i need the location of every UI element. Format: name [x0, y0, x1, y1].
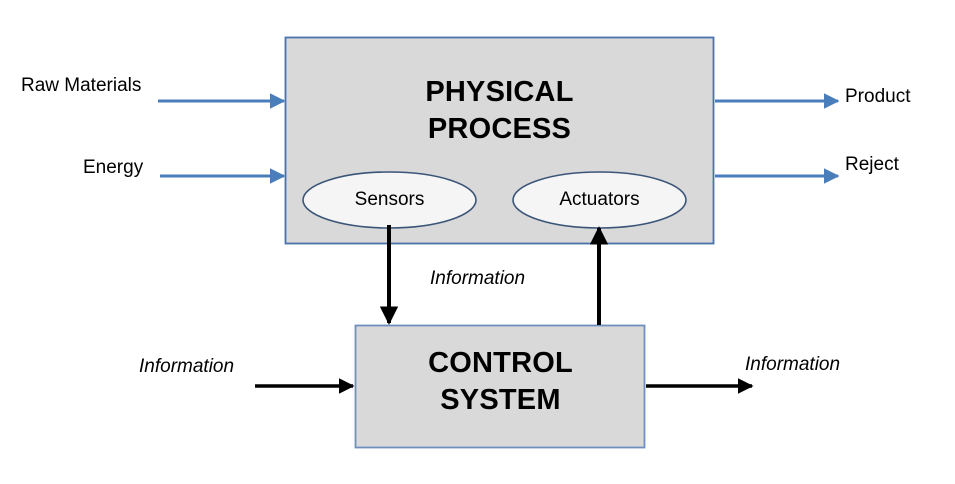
- control-system-title: CONTROL SYSTEM: [356, 345, 645, 419]
- energy-label: Energy: [83, 157, 144, 178]
- control-information-output-label: Information: [745, 354, 841, 375]
- reject-label: Reject: [845, 154, 899, 175]
- product-label: Product: [845, 86, 911, 107]
- sensors-label: Sensors: [354, 189, 425, 210]
- sensors-information-label: Information: [430, 268, 526, 289]
- actuators-label: Actuators: [559, 189, 640, 210]
- raw-materials-label: Raw Materials: [21, 75, 142, 96]
- control-system-title-line1: CONTROL: [428, 347, 573, 379]
- control-information-input-label: Information: [139, 356, 235, 377]
- physical-process-title-line1: PHYSICAL: [425, 76, 574, 108]
- physical-process-title: PHYSICAL PROCESS: [285, 74, 714, 148]
- control-system-title-line2: SYSTEM: [440, 384, 561, 417]
- physical-process-title-line2: PROCESS: [427, 113, 572, 146]
- control-system-box: [354, 324, 646, 449]
